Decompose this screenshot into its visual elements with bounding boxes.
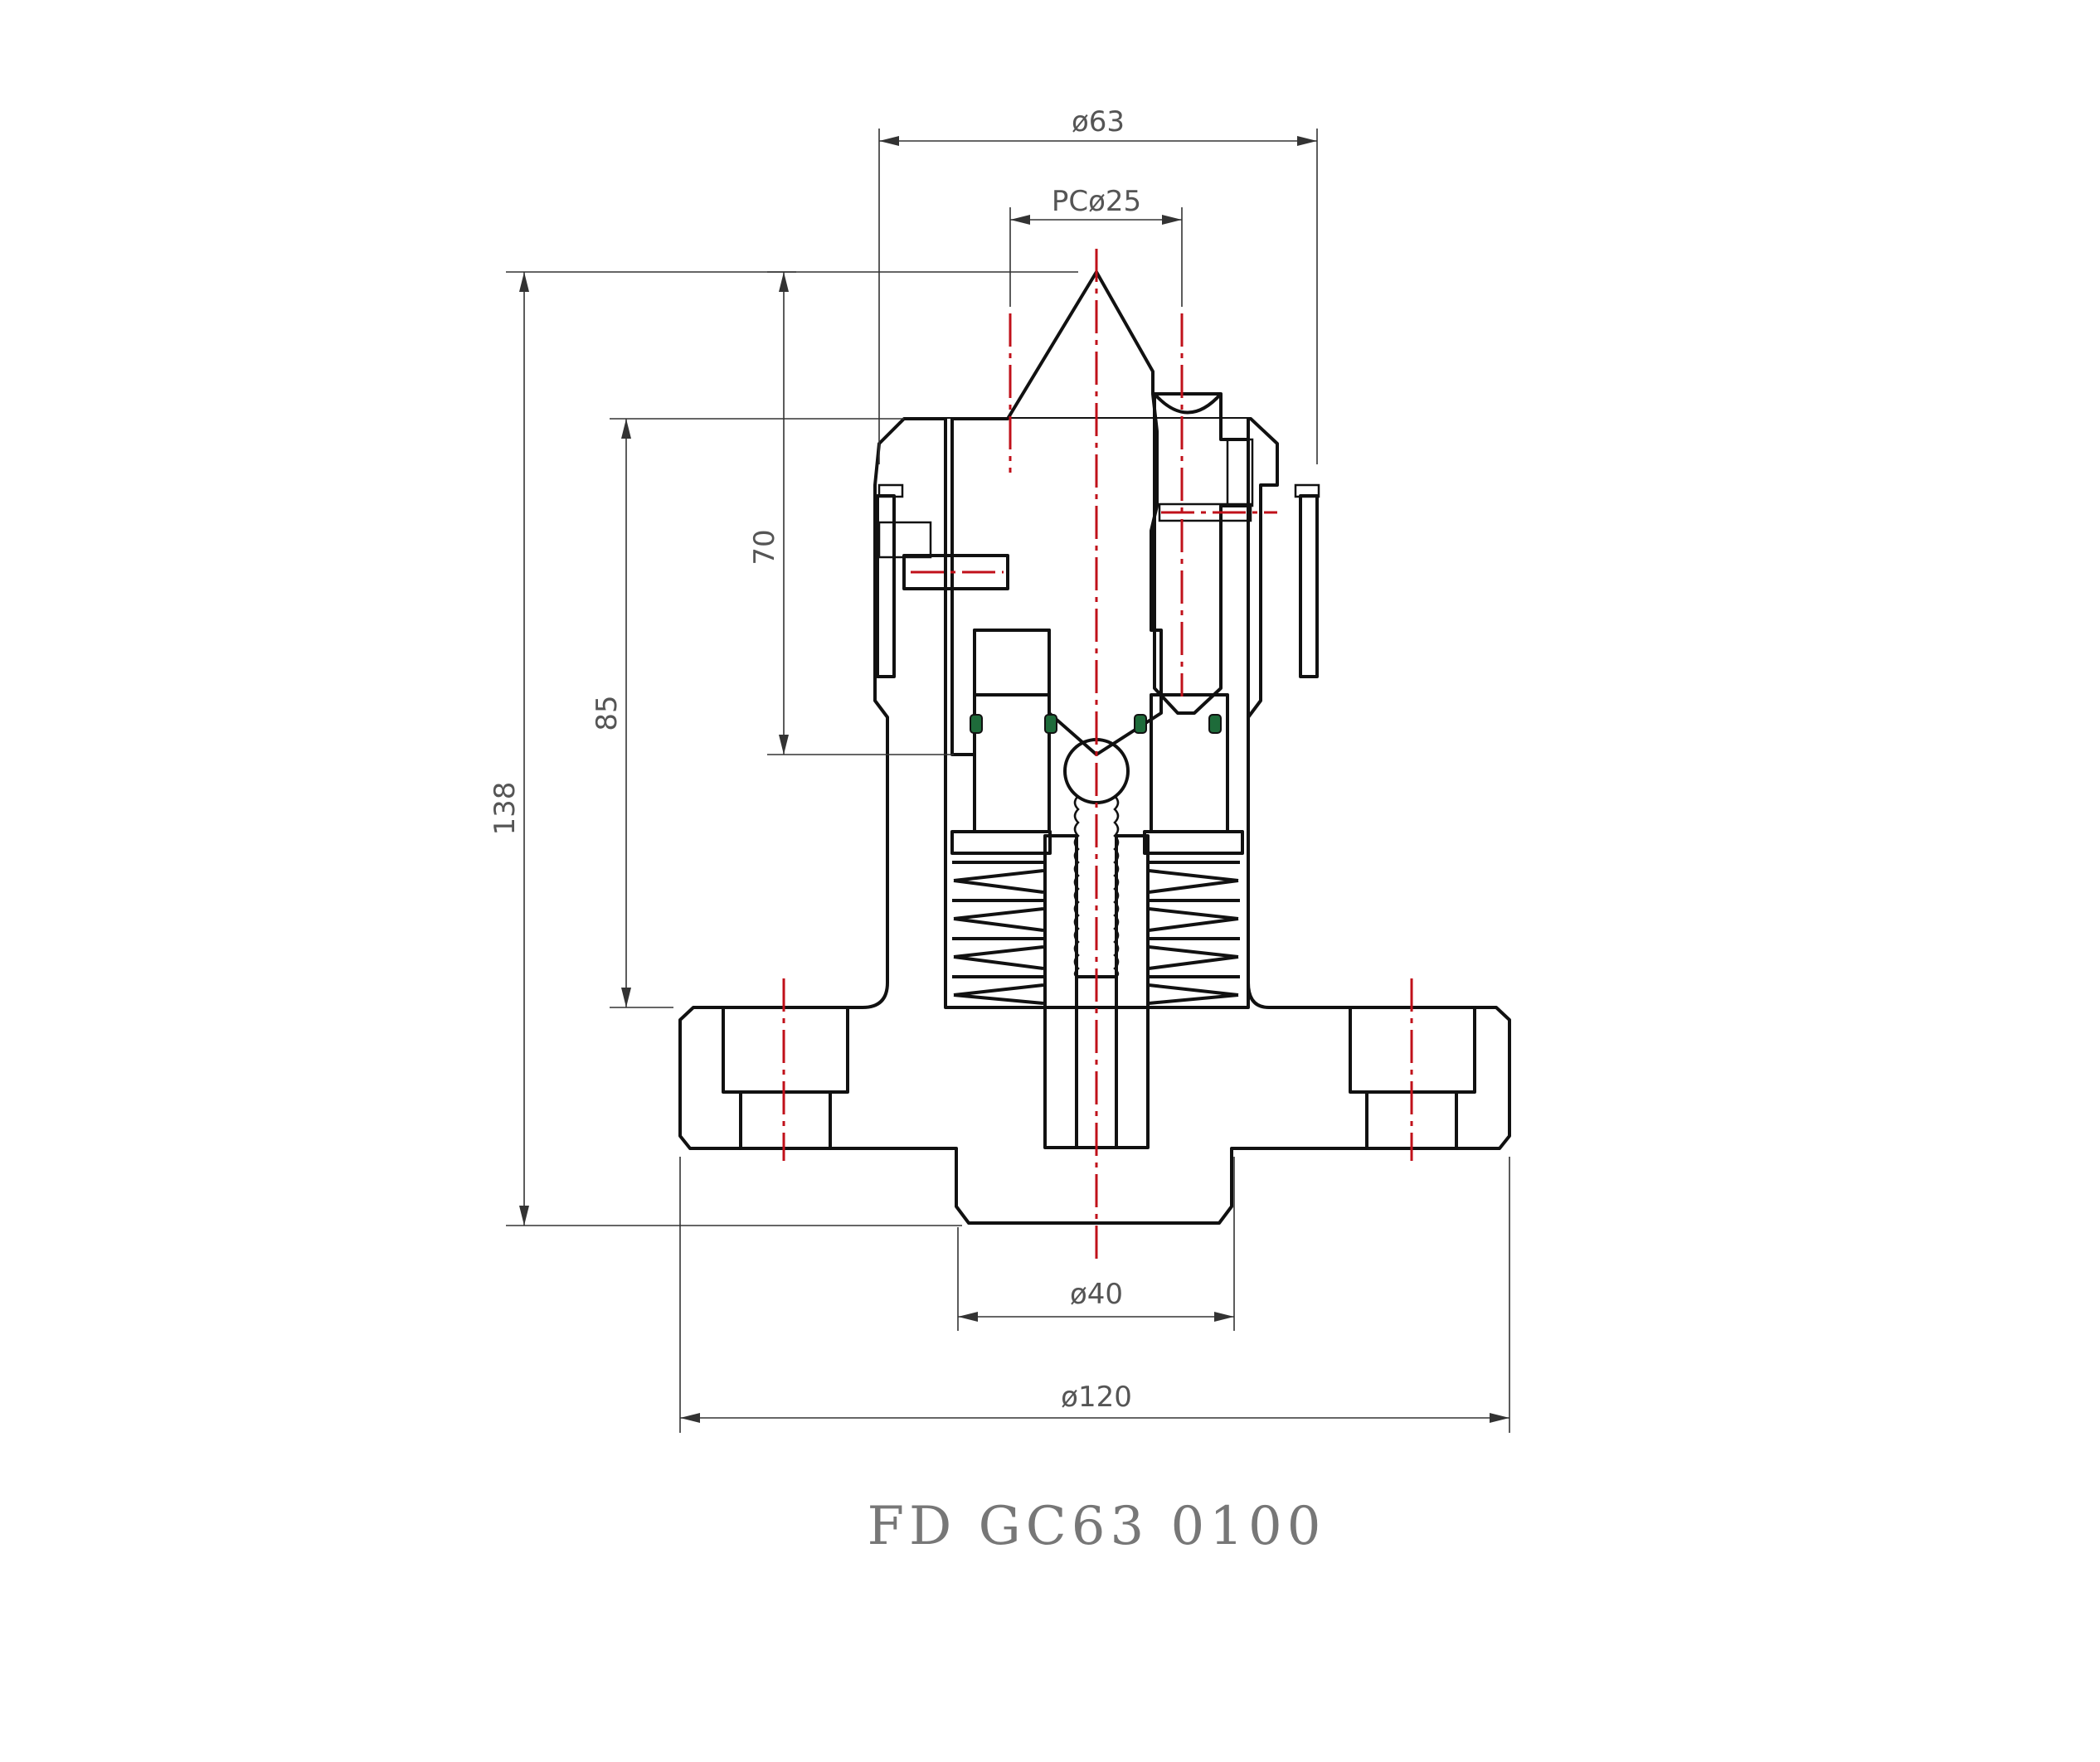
dim-label-flange-diameter: ø120 [1061,1381,1132,1414]
disc-spring-stack-left [952,861,1045,1005]
guide-ring-right [1294,483,1320,678]
dimension-height-85: 85 [591,418,904,1008]
dim-label-height-total: 138 [489,782,522,836]
dim-label-pitch-circle: PCø25 [1052,185,1141,218]
dim-label-top-diameter: ø63 [1072,105,1125,138]
counterbore-right [1349,1006,1476,1150]
disc-spring-stack-right [1147,861,1240,1005]
center-lines [782,249,1413,1260]
drawing-title: FD GC63 0100 [868,1496,1326,1557]
clamp-pin [1153,392,1254,715]
dimension-bottom-diameter: ø40 [957,1157,1235,1331]
dimension-pitch-circle: PCø25 [1009,185,1183,307]
dimension-top-diameter: ø63 [878,105,1318,464]
counterbore-left [722,1006,849,1150]
dim-label-height-85: 85 [591,695,624,731]
guide-ring-left [876,483,904,678]
o-rings [970,714,1222,734]
dim-label-height-70: 70 [748,529,781,565]
washer-left [950,830,1052,855]
dim-label-bottom-diameter: ø40 [1070,1278,1123,1311]
dimension-height-70: 70 [748,271,954,755]
dimension-flange-diameter: ø120 [679,1157,1510,1433]
coil-spring [1073,795,1120,978]
washer-right [1143,830,1244,855]
